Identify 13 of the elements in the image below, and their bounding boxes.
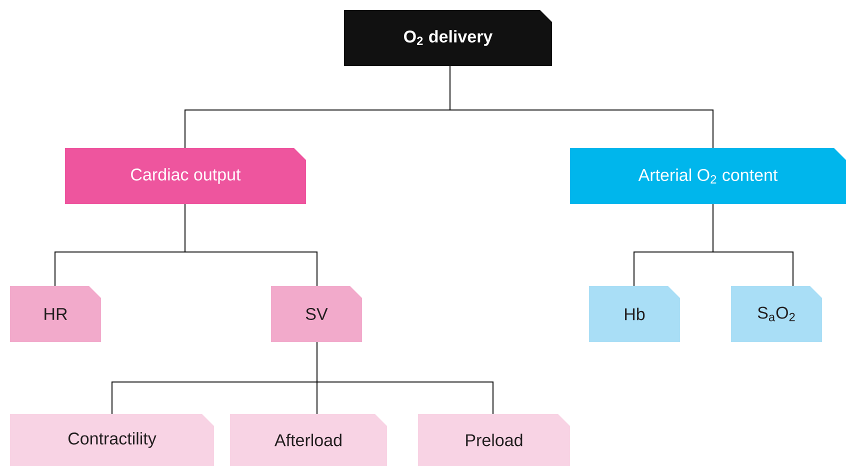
connector (316, 342, 494, 414)
category-box: Hb (589, 286, 680, 342)
category-box: Arterial O$_{2}$ content (570, 148, 846, 204)
category-box: Preload (418, 414, 570, 466)
connector (712, 204, 794, 286)
category-box: HR (10, 286, 101, 342)
category-box: Cardiac output (65, 148, 306, 204)
title-box: O$_{2}$ delivery (344, 10, 552, 66)
category-box: Contractility (10, 414, 214, 466)
category-box: SV (271, 286, 362, 342)
connector (184, 204, 318, 286)
category-box: Afterload (230, 414, 387, 466)
category-box: S$_{a}$O$_{2}$ (731, 286, 822, 342)
